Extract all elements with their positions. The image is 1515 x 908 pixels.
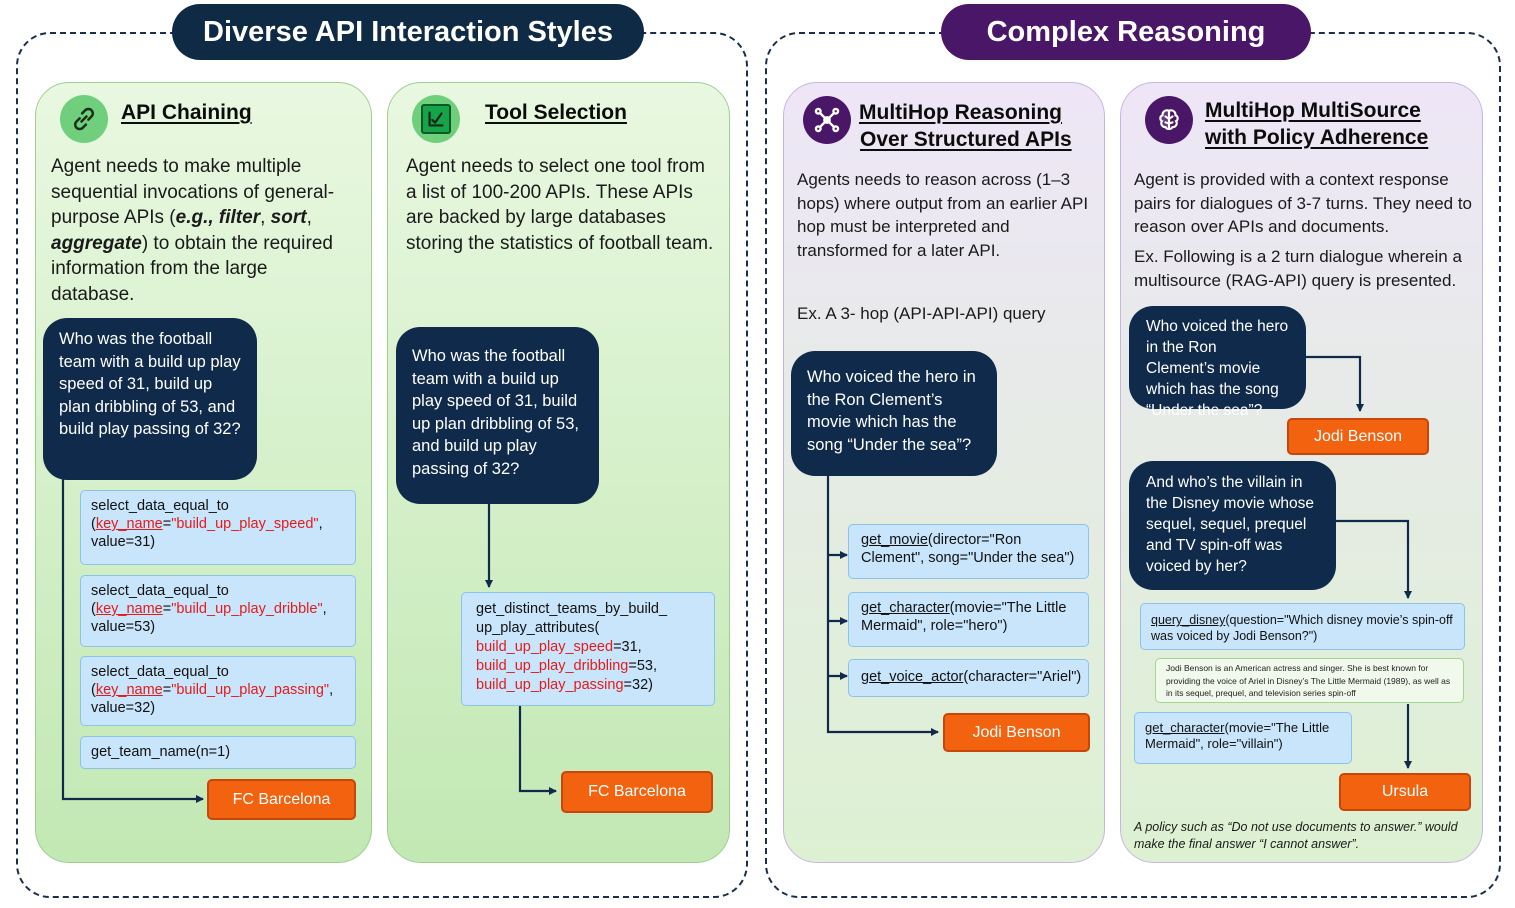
- panel-example: Ex. A 3- hop (API-API-API) query: [797, 304, 1046, 323]
- panel-title-tool-selection: Tool Selection: [485, 101, 627, 124]
- panel-title-api-chaining: API Chaining: [121, 101, 252, 124]
- panel-description: Agent needs to select one tool from a li…: [406, 156, 714, 254]
- panel-title-multisource-line1: MultiHop MultiSource: [1205, 99, 1421, 122]
- api-call-get-team-name: get_team_name(n=1): [80, 736, 356, 769]
- section-title-right: Complex Reasoning: [941, 4, 1311, 60]
- panel-description: Agent is provided with a context respons…: [1134, 170, 1472, 236]
- panel-description: Agents needs to reason across (1–3 hops)…: [797, 170, 1089, 260]
- panel-title-multisource-line2: with Policy Adherence: [1205, 126, 1429, 149]
- api-call-query-disney: query_disney(question="Which disney movi…: [1140, 603, 1465, 650]
- user-question-bubble: Who was the football team with a build u…: [43, 318, 257, 480]
- answer-box: Jodi Benson: [943, 713, 1090, 752]
- panel-title-multihop-line1: MultiHop Reasoning: [859, 101, 1062, 124]
- answer-box: FC Barcelona: [561, 771, 713, 813]
- user-question-bubble-2: And who’s the villain in the Disney movi…: [1129, 461, 1336, 590]
- api-call-get-character: get_character(movie="The Little Mermaid"…: [848, 592, 1089, 647]
- api-call-select-data-2: select_data_equal_to (key_name="build_up…: [80, 575, 356, 647]
- api-call-select-data-1: select_data_equal_to (key_name="build_up…: [80, 490, 356, 565]
- api-call-get-distinct-teams: get_distinct_teams_by_build_ up_play_att…: [461, 592, 715, 706]
- user-question-bubble-1: Who voiced the hero in the Ron Clement’s…: [1129, 306, 1306, 419]
- retrieved-document: Jodi Benson is an American actress and s…: [1155, 658, 1464, 703]
- policy-note: A policy such as “Do not use documents t…: [1134, 820, 1458, 851]
- answer-box: FC Barcelona: [207, 779, 356, 820]
- answer-box-1: Jodi Benson: [1287, 418, 1429, 455]
- api-call-get-voice-actor: get_voice_actor(character="Ariel"): [848, 659, 1089, 697]
- user-question-bubble: Who voiced the hero in the Ron Clement’s…: [791, 351, 997, 476]
- checkbox-icon: [412, 95, 460, 143]
- section-title-left: Diverse API Interaction Styles: [172, 4, 644, 60]
- panel-example: Ex. Following is a 2 turn dialogue where…: [1134, 247, 1462, 290]
- answer-box-2: Ursula: [1339, 773, 1471, 811]
- link-icon: [60, 95, 108, 143]
- panel-title-multihop-line2: Over Structured APIs: [860, 128, 1072, 151]
- panel-description: Agent needs to make multiple sequential …: [51, 156, 335, 305]
- api-call-get-movie: get_movie(director="Ron Clement", song="…: [848, 524, 1089, 579]
- network-icon: [803, 96, 851, 144]
- api-call-get-character-villain: get_character(movie="The Little Mermaid"…: [1134, 712, 1352, 764]
- brain-icon: [1145, 96, 1193, 144]
- api-call-select-data-3: select_data_equal_to (key_name="build_up…: [80, 656, 356, 726]
- user-question-bubble: Who was the football team with a build u…: [396, 327, 599, 504]
